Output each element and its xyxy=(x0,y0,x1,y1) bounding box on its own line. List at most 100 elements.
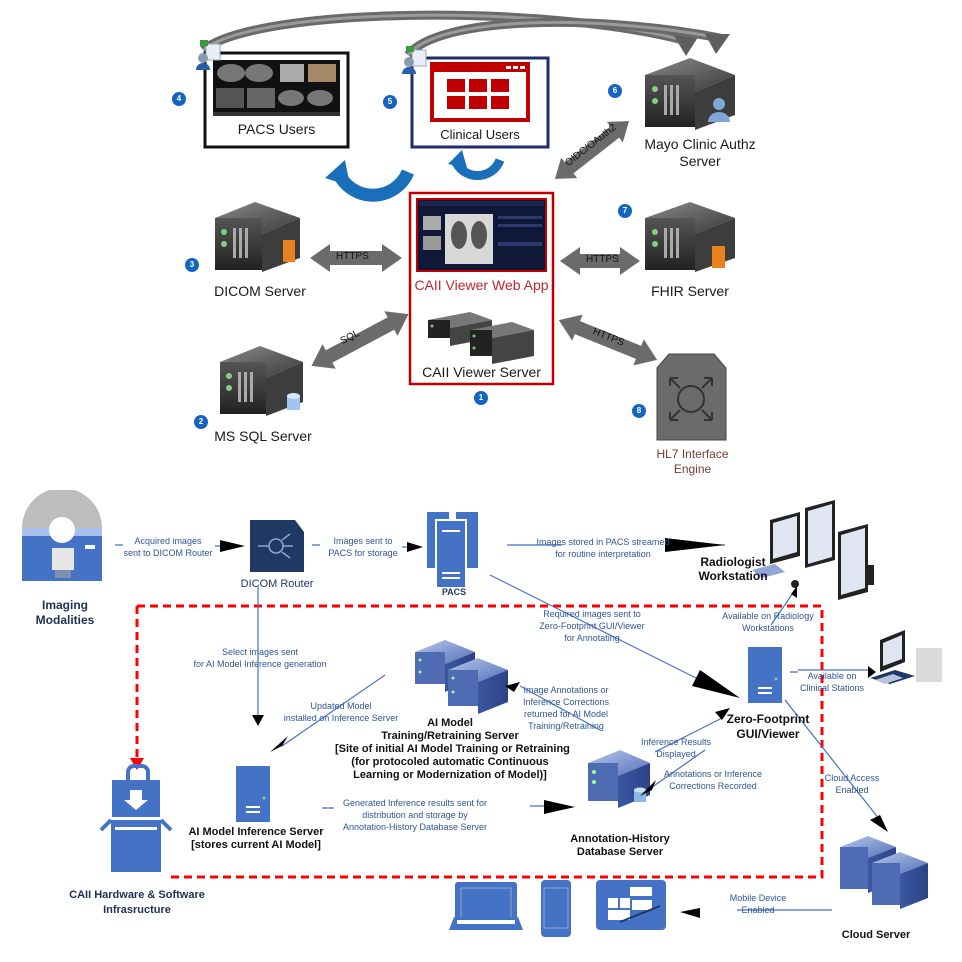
ms-sql-server-label: MS SQL Server xyxy=(214,428,312,444)
caii-web-app-label: CAII Viewer Web App xyxy=(414,277,549,293)
annotation-db-line1: Annotation-History xyxy=(570,833,670,845)
note-line: Mobile Device xyxy=(729,893,787,903)
note-line: Enabled xyxy=(835,785,869,795)
ai-training-server-icon xyxy=(415,640,508,714)
caii-boundary xyxy=(137,604,824,879)
sso-arc-clinical xyxy=(404,17,730,59)
fhir-server-label: FHIR Server xyxy=(651,283,729,299)
hl7-engine-icon xyxy=(656,353,727,441)
note-line: Images sent to xyxy=(333,536,393,546)
note-line: Image Annotations or xyxy=(523,685,609,695)
badge-1: 1 xyxy=(474,391,488,405)
badge-8: 8 xyxy=(632,404,646,418)
sql-connector xyxy=(311,311,409,369)
ai-training-line4: (for protocoled automatic Continuous xyxy=(351,756,549,768)
fhir-connection-label: HTTPS xyxy=(586,254,619,265)
note-line: Inference Results xyxy=(640,737,712,747)
annotation-db-server-icon xyxy=(588,750,650,808)
note-line: Training/Retraining xyxy=(528,721,604,731)
pacs-icon xyxy=(427,512,478,589)
refresh-cycle-icon xyxy=(448,150,505,181)
annotation-db-line2: Database Server xyxy=(576,846,664,858)
mayo-authz-line2: Server xyxy=(679,153,721,169)
note-line: Corrections Recorded xyxy=(669,781,757,791)
edge-streamed: Images stored in PACS streamed for routin… xyxy=(528,536,678,560)
note-line: Annotation-History Database Server xyxy=(342,822,488,832)
pacs-users-node[interactable] xyxy=(203,51,350,149)
badge-7: 7 xyxy=(618,204,632,218)
dicom-server-icon xyxy=(215,202,300,272)
caii-server-rack-icon xyxy=(428,312,534,364)
user-document-icon xyxy=(196,40,221,70)
refresh-cycle-icon xyxy=(325,160,414,202)
pacs-label: PACS xyxy=(441,587,467,597)
note-line: Select images sent xyxy=(221,647,299,657)
badge-5: 5 xyxy=(383,95,397,109)
radiologist-workstation-icon xyxy=(752,500,874,600)
ai-inference-line1: AI Model Inference Server xyxy=(188,826,324,838)
caii-infrastructure-icon xyxy=(99,764,173,872)
mayo-authz-server-icon xyxy=(645,58,735,130)
note-line: Cloud Access xyxy=(824,773,880,783)
zero-footprint-label: Zero-Footprint GUI/Viewer xyxy=(718,712,818,742)
caii-infrastructure-label: CAII Hardware & Software Infrasructure xyxy=(62,888,212,918)
note-line: for Annotating xyxy=(564,633,620,643)
note-line: distribution and storage by xyxy=(362,810,468,820)
mayo-authz-label: Mayo Clinic Authz Server xyxy=(630,136,770,170)
note-line: sent to DICOM Router xyxy=(123,548,213,558)
ai-training-line3: [Site of initial AI Model Training or Re… xyxy=(335,743,570,755)
note-line: Enabled xyxy=(741,905,775,915)
ai-inference-label: AI Model Inference Server [stores curren… xyxy=(186,826,326,852)
clinical-users-node[interactable] xyxy=(410,56,550,149)
edge-acquired: Acquired images sent to DICOM Router xyxy=(118,535,218,559)
radiologist-line1: Radiologist xyxy=(700,555,766,569)
dicom-connection-label: HTTPS xyxy=(336,251,369,262)
cloud-server-label: Cloud Server xyxy=(841,929,911,941)
https-connector-fhir xyxy=(560,247,640,275)
dicom-router-label: DICOM Router xyxy=(240,578,314,590)
note-line: for routine interpretation xyxy=(555,549,651,559)
dicom-router-icon xyxy=(250,520,304,572)
oidc-connector xyxy=(554,121,630,179)
imaging-line2: Modalities xyxy=(35,613,95,627)
note-line: installed on Inference Server xyxy=(283,713,399,723)
pacs-users-label: PACS Users xyxy=(237,121,316,137)
laptop-icon xyxy=(449,882,523,930)
zero-footprint-line1: Zero-Footprint xyxy=(726,712,810,726)
note-line: returned for AI Model xyxy=(523,709,609,719)
badge-6: 6 xyxy=(608,84,622,98)
radiologist-workstation-label: Radiologist Workstation xyxy=(688,555,778,583)
imaging-modalities-label: Imaging Modalities xyxy=(30,598,100,628)
radiologist-line2: Workstation xyxy=(698,569,768,583)
https-connector-hl7 xyxy=(558,314,658,366)
caii-infra-line2: Infrasructure xyxy=(103,904,171,916)
edge-select: Select images sent for AI Model Inference… xyxy=(180,646,340,670)
imaging-line1: Imaging xyxy=(41,598,88,612)
bottom-diagram-canvas xyxy=(22,490,942,937)
ai-inference-line2: [stores current AI Model] xyxy=(191,839,321,851)
note-line: Images stored in PACS streamed xyxy=(536,537,670,547)
zero-footprint-icon xyxy=(748,647,782,703)
mayo-authz-line1: Mayo Clinic Authz xyxy=(644,136,756,152)
ai-training-line1: AI Model xyxy=(427,717,473,729)
note-line: PACS for storage xyxy=(328,548,398,558)
ai-training-line2: Training/Retraining Server xyxy=(381,730,519,742)
smartphone-icon xyxy=(541,880,571,937)
annotation-db-label: Annotation-History Database Server xyxy=(570,833,670,859)
caii-server-label: CAII Viewer Server xyxy=(422,364,541,380)
note-line: Acquired images xyxy=(134,536,202,546)
zero-footprint-line2: GUI/Viewer xyxy=(736,727,800,741)
note-line: Clinical Stations xyxy=(799,683,865,693)
note-line: for AI Model Inference generation xyxy=(193,659,327,669)
https-connector-dicom xyxy=(310,244,402,272)
user-document-icon xyxy=(402,46,427,74)
ai-training-label: AI Model Training/Retraining Server [Sit… xyxy=(335,717,570,782)
badge-3: 3 xyxy=(185,258,199,272)
